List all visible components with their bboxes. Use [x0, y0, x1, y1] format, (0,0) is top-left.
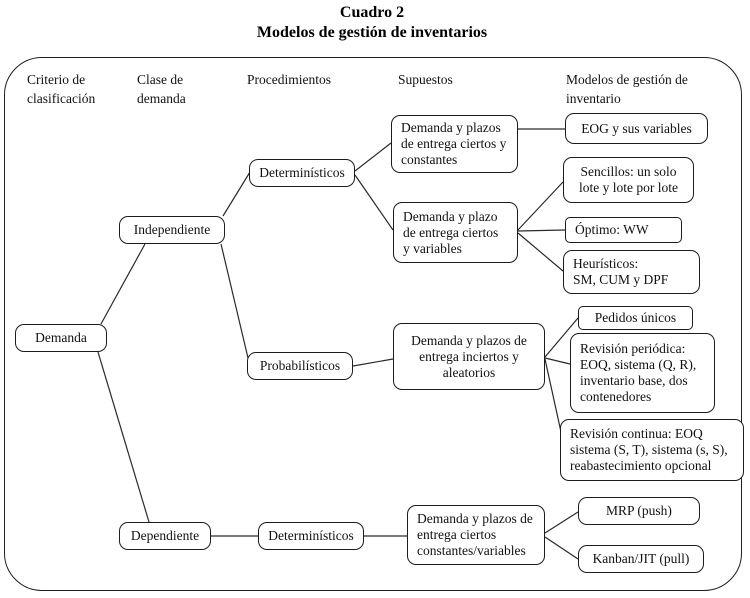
- edge-variables-heuristicos: [517, 232, 564, 272]
- node-supuesto-dependiente: Demanda y plazos de entrega ciertos cons…: [407, 505, 545, 565]
- edge-variables-sencillos: [517, 181, 564, 231]
- node-pedidos-unicos: Pedidos únicos: [578, 306, 693, 330]
- edge-deterministicos-variables: [354, 174, 394, 231]
- edge-variables-optimo: [517, 229, 566, 232]
- node-mrp: MRP (push): [578, 497, 700, 525]
- edge-independiente-deterministicos: [222, 171, 251, 217]
- edge-supuesto-dep-kanban: [544, 536, 579, 560]
- edge-demanda-dependiente: [97, 351, 150, 523]
- edge-inciertos-revision-periodica: [544, 357, 571, 365]
- edge-probabilisticos-inciertos: [352, 358, 394, 367]
- node-supuesto-ciertos-variables: Demanda y plazo de entrega ciertos y var…: [393, 202, 518, 263]
- node-sencillos: Sencillos: un solo lote y lote por lote: [563, 157, 694, 203]
- column-header-modelos: Modelos de gestión de inventario: [566, 72, 688, 106]
- node-demanda: Demanda: [15, 324, 107, 352]
- title-line-1: Cuadro 2: [339, 4, 405, 21]
- edge-independiente-probabilisticos: [220, 243, 249, 359]
- node-deterministicos-independiente: Determinísticos: [249, 159, 355, 187]
- diagram-title: Cuadro 2 Modelos de gestión de inventari…: [0, 3, 744, 43]
- outer-frame: [4, 57, 742, 591]
- node-kanban: Kanban/JIT (pull): [578, 545, 704, 573]
- node-eog: EOG y sus variables: [565, 113, 708, 144]
- edge-supuesto-dep-mrp: [544, 511, 579, 534]
- edge-demanda-independiente: [100, 243, 146, 325]
- edge-inciertos-revision-continua: [544, 358, 562, 433]
- node-dependiente: Dependiente: [119, 522, 211, 550]
- column-header-procedimientos: Procedimientos: [247, 72, 331, 87]
- node-heuristicos: Heurísticos: SM, CUM y DPF: [563, 250, 700, 294]
- node-deterministicos-dependiente: Determinísticos: [258, 522, 364, 550]
- title-line-2: Modelos de gestión de inventarios: [256, 24, 488, 41]
- node-revision-periodica: Revisión periódica: EOQ, sistema (Q, R),…: [570, 333, 715, 413]
- column-header-clase: Clase de demanda: [137, 72, 186, 106]
- column-header-supuestos: Supuestos: [398, 72, 453, 87]
- column-header-criterio: Criterio de clasificación: [27, 72, 96, 106]
- node-optimo: Óptimo: WW: [565, 217, 682, 243]
- node-independiente: Independiente: [119, 216, 225, 244]
- node-supuesto-ciertos-constantes: Demanda y plazos de entrega ciertos y co…: [391, 115, 518, 173]
- node-probabilisticos: Probabilísticos: [247, 352, 353, 380]
- node-revision-continua: Revisión continua: EOQ sistema (S, T), s…: [560, 419, 744, 481]
- edge-deterministicos-constantes: [354, 142, 392, 172]
- node-supuesto-inciertos-aleatorios: Demanda y plazos de entrega inciertos y …: [393, 323, 545, 390]
- edge-inciertos-pedidos: [544, 317, 579, 358]
